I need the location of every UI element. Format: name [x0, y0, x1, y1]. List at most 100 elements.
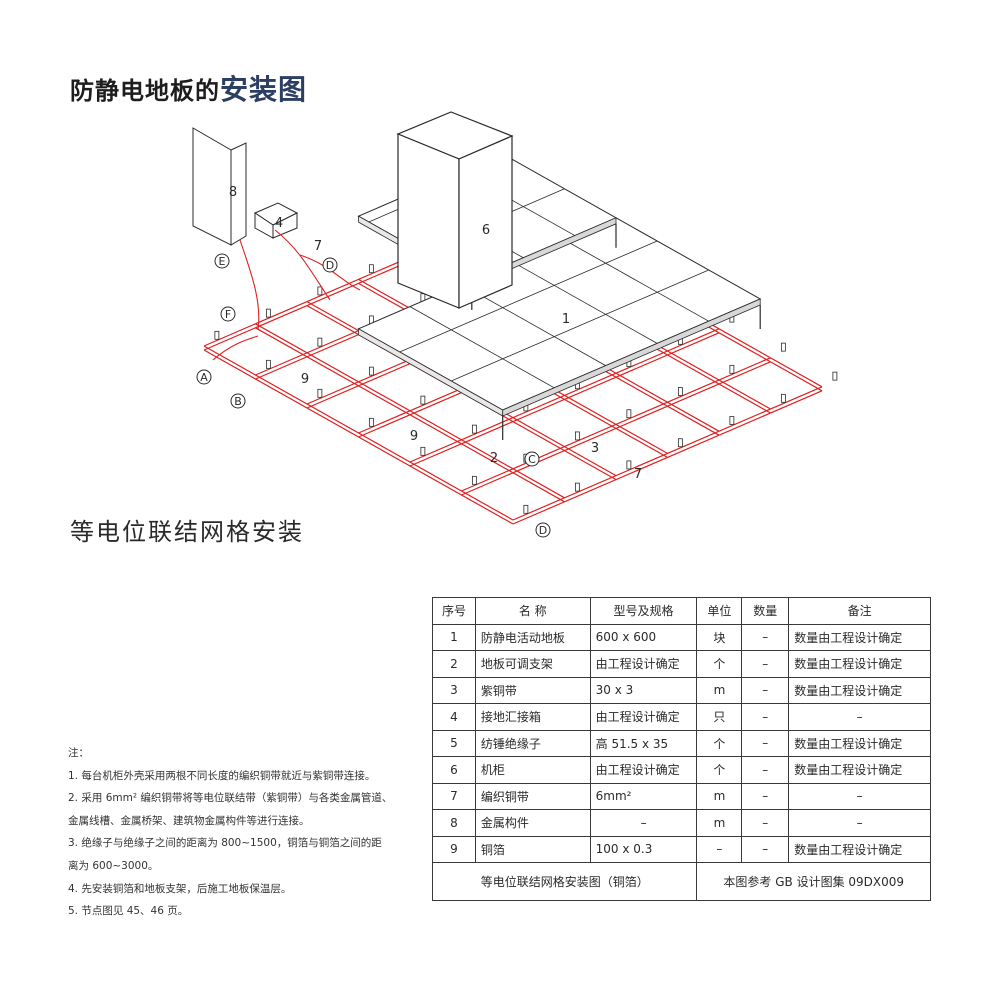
- insulator: [523, 504, 529, 514]
- node-label-circle: [214, 253, 230, 269]
- diagram-number-label: 3: [591, 441, 599, 456]
- cell-qty: –: [741, 676, 790, 704]
- drawing-parts: [192, 111, 514, 361]
- cell-name: 地板可调支架: [474, 650, 591, 678]
- table-row: 7 编织铜带 6mm² m – –: [432, 782, 931, 810]
- table-row: 4 接地汇接箱 由工程设计确定 只 – –: [432, 703, 931, 731]
- cell-qty: –: [741, 835, 790, 863]
- braided-copper-strap: [299, 254, 361, 291]
- page-title-prefix: 防静电地板的: [70, 77, 220, 105]
- cell-remark: –: [788, 703, 931, 731]
- insulator: [574, 431, 580, 441]
- cabinet-front: [397, 133, 460, 309]
- insulator: [368, 264, 374, 274]
- cell-qty: –: [741, 809, 790, 837]
- panel-seam: [564, 239, 709, 322]
- table-row: 3 紫铜带 30 x 3 m – 数量由工程设计确定: [432, 676, 931, 704]
- copper-strap-line: [203, 349, 514, 525]
- table-row: 6 机柜 由工程设计确定 个 – 数量由工程设计确定: [432, 756, 931, 784]
- note-line: 离为 600~3000。: [68, 859, 159, 872]
- diagram-number-label: 8: [229, 185, 237, 200]
- node-label-circle: [322, 257, 338, 273]
- insulator: [317, 388, 323, 398]
- cell-unit: 只: [696, 703, 743, 731]
- insulator: [780, 393, 786, 403]
- cell-spec: 6mm²: [589, 782, 698, 810]
- drawing-caption: 等电位联结网格安装图（铜箔）: [431, 862, 698, 901]
- node-label-text: B: [234, 395, 242, 408]
- page-title-accent: 安装图: [220, 73, 308, 106]
- cell-no: 5: [432, 729, 476, 757]
- table-row: 9 铜箔 100 x 0.3 – – 数量由工程设计确定: [432, 835, 931, 863]
- node-label-circle: [230, 393, 246, 409]
- table-row: 8 金属构件 – m – –: [432, 809, 931, 837]
- cell-remark: –: [788, 782, 931, 810]
- notes-heading: 注：: [68, 747, 89, 759]
- note-line: 4. 先安装铜箔和地板支架，后施工地板保温层。: [68, 882, 292, 895]
- cell-unit: 块: [696, 623, 743, 651]
- insulator: [214, 330, 220, 340]
- cell-unit: –: [696, 835, 743, 863]
- cell-unit: m: [696, 782, 743, 810]
- table-footer-row: 等电位联结网格安装图（铜箔） 本图参考 GB 设计图集 09DX009: [431, 862, 931, 901]
- panel-seam: [451, 269, 709, 382]
- copper-strap-line: [255, 327, 565, 503]
- insulator: [832, 371, 838, 381]
- cell-name: 防静电活动地板: [474, 623, 591, 651]
- cell-name: 金属构件: [474, 809, 591, 837]
- note-line: 2. 采用 6mm² 编织铜带将等电位联结带（紫铜带）与各类金属管道、: [68, 792, 393, 805]
- node-label-text: C: [528, 453, 536, 466]
- cell-spec: 由工程设计确定: [589, 703, 698, 731]
- node-label-text: A: [200, 371, 208, 384]
- cell-spec: 600 x 600: [589, 623, 698, 651]
- cell-qty: –: [741, 650, 790, 678]
- insulator: [471, 475, 477, 485]
- junction-box-side: [272, 212, 298, 239]
- cell-no: 7: [432, 782, 476, 810]
- diagram-number-label: 9: [301, 372, 309, 387]
- insulator: [317, 337, 323, 347]
- cell-qty: –: [741, 703, 790, 731]
- insulator: [420, 446, 426, 456]
- header-spec: 型号及规格: [589, 597, 698, 625]
- cell-remark: –: [788, 809, 931, 837]
- diagram-number-label: 2: [490, 451, 498, 466]
- insulator: [368, 366, 374, 376]
- cell-unit: 个: [696, 729, 743, 757]
- diagram-number-label: 1: [562, 312, 570, 327]
- cell-name: 编织铜带: [474, 782, 591, 810]
- node-label-circle: [524, 451, 540, 467]
- header-qty: 数量: [741, 597, 790, 625]
- insulator: [677, 438, 683, 448]
- cell-name: 紫铜带: [474, 676, 591, 704]
- cell-no: 3: [432, 676, 476, 704]
- header-name: 名 称: [474, 597, 591, 625]
- cell-no: 8: [432, 809, 476, 837]
- cell-remark: 数量由工程设计确定: [788, 623, 931, 651]
- insulator: [729, 364, 735, 374]
- section-subtitle: 等电位联结网格安装: [70, 518, 304, 546]
- panel-seam: [409, 306, 555, 389]
- notes-block: 注： 1. 每台机柜外壳采用两根不同长度的编织铜带就近与紫铜带连接。 2. 采用…: [68, 742, 403, 923]
- braided-copper-strap: [212, 335, 259, 361]
- cell-name: 纺锤绝缘子: [474, 729, 591, 757]
- cabinet-side: [458, 135, 513, 309]
- diagram-number-label: 9: [410, 429, 418, 444]
- note-line: 1. 每台机柜外壳采用两根不同长度的编织铜带就近与紫铜带连接。: [68, 769, 376, 782]
- cell-qty: –: [741, 623, 790, 651]
- diagram-number-label: 7: [634, 467, 642, 482]
- copper-strap-line: [255, 323, 565, 499]
- node-label-text: D: [539, 524, 547, 537]
- insulator: [626, 409, 632, 419]
- cell-qty: –: [741, 729, 790, 757]
- panel-seam: [399, 240, 658, 353]
- diagram-number-label: 6: [482, 223, 490, 238]
- insulator: [626, 460, 632, 470]
- insulator: [265, 308, 271, 318]
- cell-spec: –: [589, 809, 698, 837]
- cell-unit: 个: [696, 756, 743, 784]
- diagram-number-label: 4: [275, 216, 283, 231]
- cell-remark: 数量由工程设计确定: [788, 729, 931, 757]
- insulator: [574, 482, 580, 492]
- header-no: 序号: [432, 597, 476, 625]
